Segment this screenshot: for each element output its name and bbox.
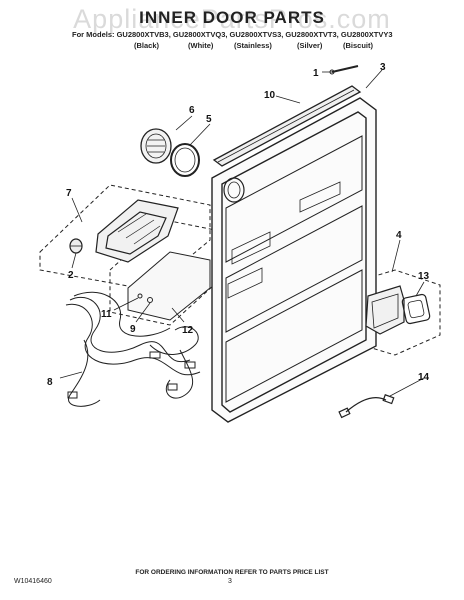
callout-13: 13 <box>418 271 430 282</box>
callout-3: 3 <box>380 62 386 73</box>
callout-7: 7 <box>66 188 72 199</box>
callout-4: 4 <box>396 230 402 241</box>
vent-gasket <box>170 143 200 177</box>
callout-10: 10 <box>264 90 276 101</box>
finish-silver: (Silver) <box>297 41 323 50</box>
callout-6: 6 <box>189 105 195 116</box>
wiring-harness <box>65 291 201 407</box>
finish-white: (White) <box>188 41 214 50</box>
vent-cover <box>140 128 172 164</box>
wire-jumper <box>338 394 395 419</box>
model-list: For Models: GU2800XTVB3, GU2800XTVQ3, GU… <box>72 30 393 39</box>
document-number: W10416460 <box>14 578 52 585</box>
page-number: 3 <box>228 578 232 585</box>
callout-2: 2 <box>68 270 74 281</box>
control-console <box>95 199 179 263</box>
callout-11: 11 <box>101 309 112 320</box>
finish-biscuit: (Biscuit) <box>343 41 373 50</box>
shield-panel <box>127 251 211 321</box>
callout-9: 9 <box>130 324 136 335</box>
inner-door-panel <box>211 97 377 423</box>
callout-12: 12 <box>182 325 194 336</box>
callout-8: 8 <box>47 377 53 388</box>
control-knob <box>69 238 83 254</box>
console-dashed-outline <box>39 184 211 291</box>
screw-9 <box>147 297 153 303</box>
ordering-info: FOR ORDERING INFORMATION REFER TO PARTS … <box>135 569 329 576</box>
finish-stainless: (Stainless) <box>234 41 272 50</box>
callout-1: 1 <box>313 68 319 79</box>
leader-lines <box>59 69 425 397</box>
finish-black: (Black) <box>134 41 160 50</box>
page-title: INNER DOOR PARTS <box>139 8 325 27</box>
dispenser-gasket <box>401 293 431 325</box>
screw-11 <box>137 293 143 299</box>
callout-5: 5 <box>206 114 212 125</box>
callout-14: 14 <box>418 372 430 383</box>
dispenser-dashed-outline <box>344 269 441 356</box>
detergent-dispenser <box>365 285 405 335</box>
door-pin <box>331 65 359 73</box>
